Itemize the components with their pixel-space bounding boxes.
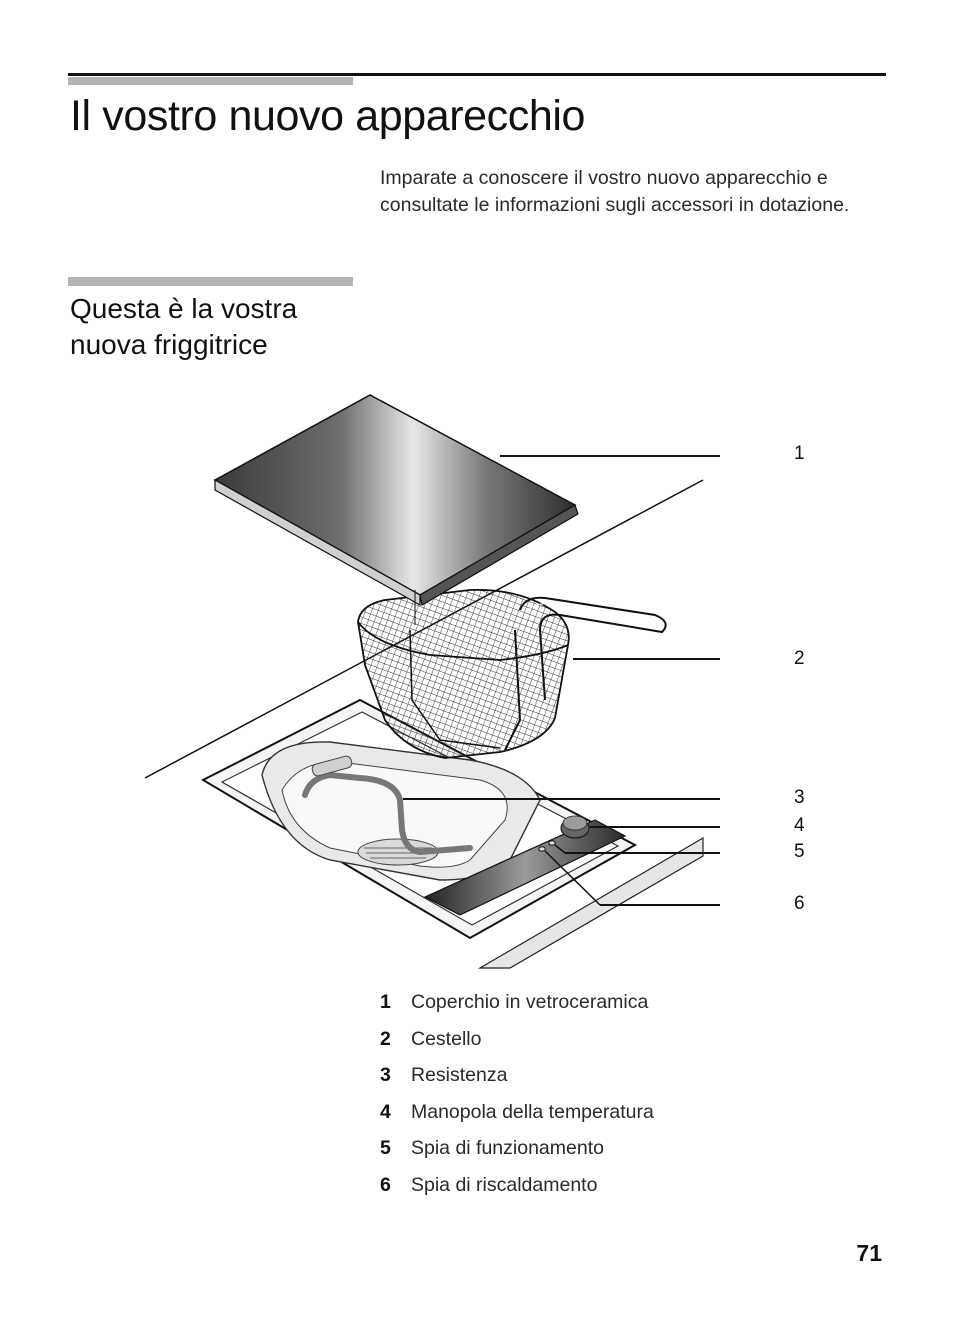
section-heading: Questa è la vostra nuova friggitrice [70,291,360,363]
callout-1: 1 [794,443,805,464]
header-rule-black [68,73,886,76]
callout-6: 6 [794,893,805,914]
legend-item: 4 Manopola della temperatura [380,1098,654,1135]
legend-number: 6 [380,1173,391,1196]
legend-item: 1 Coperchio in vetroceramica [380,988,654,1025]
legend-number: 3 [380,1064,391,1086]
heating-light [538,846,546,852]
legend-item: 2 Cestello [380,1025,654,1062]
basket [357,588,667,759]
callout-2: 2 [794,648,805,669]
section-heading-line2: nuova friggitrice [70,329,268,360]
legend-label: Resistenza [411,1064,508,1086]
section-heading-line1: Questa è la vostra [70,293,298,324]
legend-number: 4 [380,1100,391,1123]
cooktop-unit [200,698,638,940]
page-title: Il vostro nuovo apparecchio [70,92,586,140]
header-rule-grey [68,77,353,85]
legend-item: 6 Spia di riscaldamento [380,1171,654,1208]
legend-label: Spia di funzionamento [411,1137,604,1159]
legend-label: Coperchio in vetroceramica [411,991,649,1013]
callout-4: 4 [794,815,805,836]
legend-number: 2 [380,1027,391,1050]
glass-lid [213,394,579,625]
page-number: 71 [856,1240,882,1266]
basket-handle [519,596,667,701]
legend-item: 3 Resistenza [380,1061,654,1098]
operation-light [548,840,556,846]
legend-label: Spia di riscaldamento [411,1173,598,1196]
heating-element [302,771,473,856]
legend-item: 5 Spia di funzionamento [380,1134,654,1171]
callout-3: 3 [794,787,805,808]
intro-paragraph: Imparate a conoscere il vostro nuovo app… [380,167,850,216]
legend-label: Manopola della temperatura [411,1100,654,1123]
section-rule-grey [68,277,353,286]
legend-number: 1 [380,991,391,1013]
legend-number: 5 [380,1137,391,1159]
fryer-diagram [144,394,720,969]
control-panel [423,819,627,916]
leader-5 [554,844,566,854]
worktop-front-edge [477,836,704,969]
legend-label: Cestello [411,1027,482,1050]
leader-6 [544,850,601,906]
callout-5: 5 [794,841,805,862]
